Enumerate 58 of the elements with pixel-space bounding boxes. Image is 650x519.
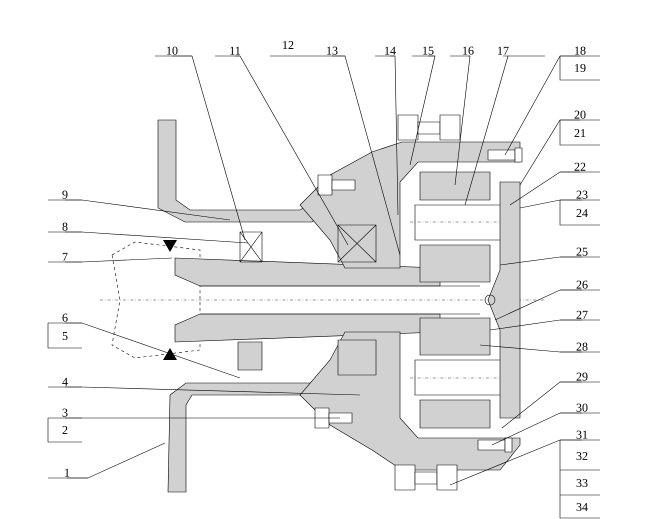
callout-number: 30 (576, 404, 588, 412)
leader-line (502, 382, 582, 428)
callout-number: 19 (560, 56, 600, 80)
callout-number: 17 (498, 46, 509, 55)
leader-line (450, 440, 582, 486)
leader-line (64, 258, 172, 262)
callout-number: 5 (48, 322, 82, 348)
leader-line (66, 442, 166, 478)
callout-number: 7 (62, 252, 68, 261)
leader-line (492, 412, 582, 446)
leader-line (332, 56, 400, 256)
leader-line (520, 120, 580, 186)
callout-number: 6 (62, 314, 68, 322)
leader-line (490, 320, 582, 330)
leader-line (390, 56, 398, 216)
callout-number: 24 (560, 200, 600, 226)
callout-number: 29 (576, 372, 588, 381)
leader-line (494, 290, 582, 320)
callout-number: 8 (62, 222, 68, 231)
leader-line (510, 172, 580, 206)
leader-line (504, 56, 580, 156)
leader-line (520, 200, 582, 208)
callout-number: 22 (574, 162, 586, 171)
callout-number: 28 (576, 342, 588, 351)
callout-number: 16 (463, 46, 474, 55)
callout-number: 12 (283, 41, 294, 49)
callout-number: 32 (560, 440, 600, 470)
callout-number: 23 (576, 190, 588, 199)
callout-number: 31 (576, 430, 588, 439)
callout-number: 13 (327, 46, 338, 55)
leader-line (454, 56, 470, 186)
leader-line (464, 56, 508, 206)
callout-number: 11 (230, 46, 240, 55)
callout-number: 26 (576, 280, 588, 289)
callout-number: 25 (576, 248, 588, 256)
leader-line (64, 386, 360, 396)
callout-number: 3 (62, 408, 68, 417)
callout-number: 2 (48, 418, 82, 442)
callout-number: 1 (65, 468, 70, 477)
leader-line (480, 344, 582, 352)
callout-number: 18 (575, 46, 586, 55)
leader-line (410, 56, 436, 166)
leader-line (64, 200, 230, 220)
callout-number: 4 (62, 378, 68, 386)
callout-number: 10 (167, 46, 178, 55)
callout-number: 15 (423, 46, 434, 55)
leader-line (172, 56, 246, 240)
callout-number: 34 (560, 494, 600, 518)
callout-number: 9 (62, 190, 68, 199)
callout-number: 21 (560, 120, 600, 146)
leader-line (500, 256, 582, 266)
callout-number: 33 (560, 470, 600, 496)
callout-number: 27 (576, 310, 588, 319)
callout-number: 20 (574, 110, 586, 119)
leader-line (234, 56, 348, 246)
callout-number: 14 (385, 46, 396, 55)
leader-line (64, 232, 248, 244)
leader-line (64, 322, 240, 378)
